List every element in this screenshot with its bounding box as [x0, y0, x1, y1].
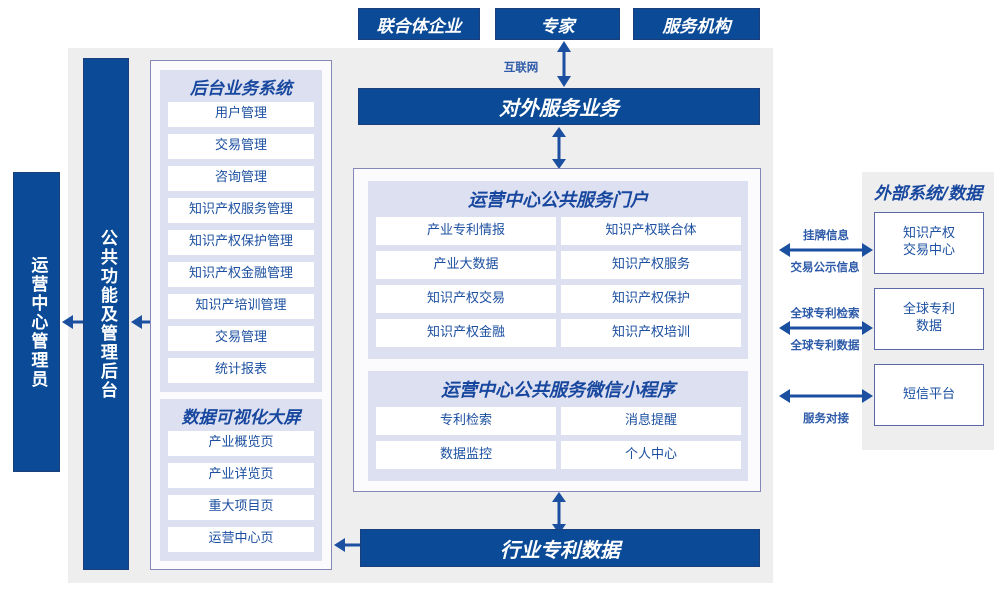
- external-system-global-patent-data-line1: 全球专利: [902, 302, 955, 318]
- industry-patent-data-band-label: 行业专利数据: [500, 537, 620, 562]
- dashboard-group-title: 数据可视化大屏: [181, 407, 301, 428]
- external-system-sms-platform-line1: 短信平台: [902, 386, 955, 402]
- role-bar-operator-admin[interactable]: 运营中心管理员: [13, 172, 60, 472]
- backend-item-3[interactable]: 知识产权服务管理: [168, 198, 314, 223]
- external-service-band[interactable]: 对外服务业务: [358, 88, 760, 125]
- miniprogram-group: 运营中心公共服务微信小程序 专利检索 消息提醒 数据监控 个人中心: [368, 371, 748, 481]
- backend-item-8[interactable]: 统计报表: [168, 358, 314, 383]
- dashboard-item-0[interactable]: 产业概览页: [168, 431, 314, 456]
- actor-box-service-org-label: 服务机构: [662, 16, 731, 37]
- edge-label-global-patent-search: 全球专利检索: [790, 306, 860, 320]
- dashboard-group: 数据可视化大屏 产业概览页 产业详览页 重大项目页 运营中心页: [160, 399, 322, 561]
- portal-item-2-1[interactable]: 知识产权保护: [561, 285, 741, 313]
- external-system-sms-platform[interactable]: 短信平台: [874, 364, 984, 426]
- portal-item-1-1[interactable]: 知识产权服务: [561, 251, 741, 279]
- backend-business-group: 后台业务系统 用户管理 交易管理 咨询管理 知识产权服务管理 知识产权保护管理 …: [160, 70, 322, 392]
- portal-item-0-0[interactable]: 产业专利情报: [376, 217, 556, 245]
- backend-item-5[interactable]: 知识产权金融管理: [168, 262, 314, 287]
- internet-double-arrow-icon: [557, 41, 571, 87]
- miniprogram-item-0-0[interactable]: 专利检索: [376, 407, 556, 435]
- portal-item-3-0[interactable]: 知识产权金融: [376, 319, 556, 347]
- external-system-ip-trading-center-line2: 交易中心: [902, 243, 955, 258]
- edge-label-trade-disclosure-info: 交易公示信息: [790, 260, 860, 274]
- backend-item-0[interactable]: 用户管理: [168, 102, 314, 127]
- portal-item-3-1[interactable]: 知识产权培训: [561, 319, 741, 347]
- backend-panel: 后台业务系统 用户管理 交易管理 咨询管理 知识产权服务管理 知识产权保护管理 …: [150, 60, 332, 570]
- miniprogram-item-1-1[interactable]: 个人中心: [561, 441, 741, 469]
- miniprogram-item-1-0[interactable]: 数据监控: [376, 441, 556, 469]
- edge-label-global-patent-data: 全球专利数据: [790, 338, 860, 352]
- external-arrow-sms-icon: [779, 389, 873, 403]
- miniprogram-item-0-1[interactable]: 消息提醒: [561, 407, 741, 435]
- actor-box-service-org[interactable]: 服务机构: [633, 8, 760, 40]
- external-systems-title: 外部系统/数据: [873, 183, 983, 204]
- dashboard-item-2[interactable]: 重大项目页: [168, 495, 314, 520]
- portal-to-industry-data-arrow-icon: [552, 492, 566, 534]
- actor-box-expert[interactable]: 专家: [495, 8, 620, 40]
- portal-group: 运营中心公共服务门户 产业专利情报 知识产权联合体 产业大数据 知识产权服务 知…: [368, 181, 748, 359]
- actor-box-consortium[interactable]: 联合体企业: [358, 8, 480, 40]
- backend-item-2[interactable]: 咨询管理: [168, 166, 314, 191]
- actor-box-expert-label: 专家: [540, 16, 575, 37]
- backend-item-4[interactable]: 知识产权保护管理: [168, 230, 314, 255]
- edge-label-service-docking: 服务对接: [803, 411, 849, 425]
- industry-patent-data-band[interactable]: 行业专利数据: [360, 529, 760, 567]
- backend-item-7[interactable]: 交易管理: [168, 326, 314, 351]
- internet-label: 互联网: [503, 60, 539, 74]
- external-arrow-global-patent-icon: [779, 321, 873, 335]
- role-bar-common-function-admin-label: 公共功能及管理后台: [96, 228, 117, 400]
- service-to-portal-arrow-icon: [552, 127, 566, 169]
- portal-item-1-0[interactable]: 产业大数据: [376, 251, 556, 279]
- role-bar-operator-admin-label: 运营中心管理员: [27, 255, 48, 389]
- portal-item-0-1[interactable]: 知识产权联合体: [561, 217, 741, 245]
- portal-item-2-0[interactable]: 知识产权交易: [376, 285, 556, 313]
- dashboard-item-3[interactable]: 运营中心页: [168, 527, 314, 552]
- external-system-ip-trading-center-line1: 知识产权: [902, 226, 955, 242]
- portal-panel: 运营中心公共服务门户 产业专利情报 知识产权联合体 产业大数据 知识产权服务 知…: [353, 168, 761, 492]
- role-bar-common-function-admin[interactable]: 公共功能及管理后台: [83, 58, 129, 570]
- backend-business-group-title: 后台业务系统: [190, 78, 292, 99]
- actor-box-consortium-label: 联合体企业: [376, 16, 462, 37]
- miniprogram-group-title: 运营中心公共服务微信小程序: [441, 380, 675, 401]
- external-system-global-patent-data[interactable]: 全球专利 数据: [874, 288, 984, 350]
- backend-item-1[interactable]: 交易管理: [168, 134, 314, 159]
- external-system-global-patent-data-line2: 数据: [915, 319, 942, 334]
- external-arrow-ip-trading-icon: [779, 243, 873, 257]
- portal-group-title: 运营中心公共服务门户: [468, 190, 648, 211]
- backend-item-6[interactable]: 知识产培训管理: [168, 294, 314, 319]
- edge-label-listing-info: 挂牌信息: [803, 228, 849, 242]
- external-service-band-label: 对外服务业务: [499, 96, 619, 120]
- dashboard-item-1[interactable]: 产业详览页: [168, 463, 314, 488]
- external-system-ip-trading-center[interactable]: 知识产权 交易中心: [874, 212, 984, 274]
